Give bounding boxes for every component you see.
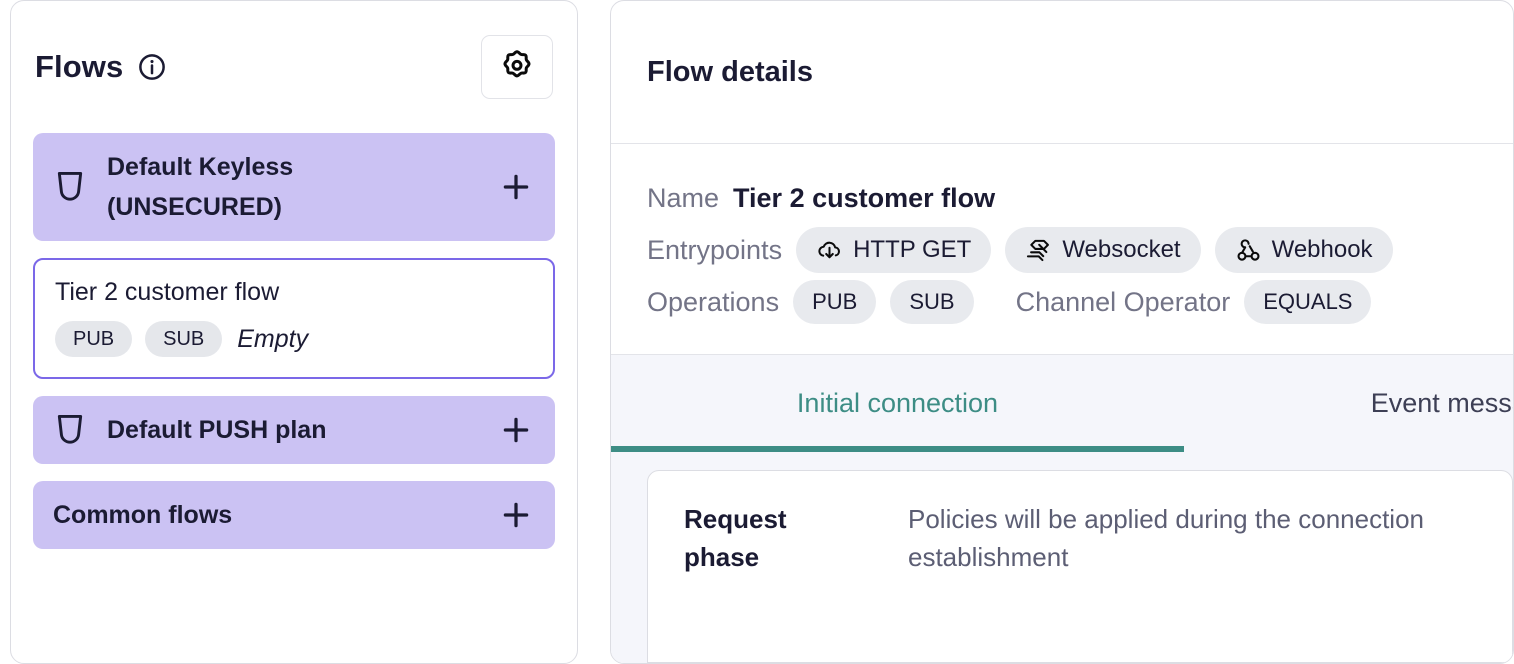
meta-row-entrypoints: Entrypoints HTTP GET <box>647 224 1513 276</box>
flow-group-common-flows[interactable]: Common flows <box>33 481 555 549</box>
channel-operator-label: Channel Operator <box>1015 286 1231 317</box>
flow-details-tabs-region: Initial connection Event messages Reques… <box>611 354 1513 663</box>
tab-initial-connection[interactable]: Initial connection <box>611 355 1184 452</box>
cloud-download-icon <box>816 237 843 264</box>
shield-icon <box>53 169 87 205</box>
flow-tag-pub: PUB <box>55 321 133 357</box>
name-label: Name <box>647 182 720 213</box>
flows-panel-header: Flows <box>33 1 555 133</box>
flows-title-group: Flows <box>35 49 167 85</box>
gear-icon <box>498 48 536 86</box>
request-phase-description: Policies will be applied during the conn… <box>908 504 1424 572</box>
flow-item-meta: PUB SUB Empty <box>55 321 533 357</box>
entrypoint-chip-http-get: HTTP GET <box>796 227 992 273</box>
flows-settings-button[interactable] <box>481 35 553 99</box>
websocket-icon <box>1025 237 1052 264</box>
page-title: Flows <box>35 49 124 84</box>
operation-chip-pub: PUB <box>793 280 877 324</box>
meta-row-operations: Operations PUB SUB Channel Operator EQUA… <box>647 276 1513 328</box>
flow-status-text: Empty <box>237 324 309 353</box>
flow-details-header: Flow details <box>611 1 1513 144</box>
flow-group-default-push-plan[interactable]: Default PUSH plan <box>33 396 555 464</box>
flow-tag-sub: SUB <box>145 321 223 357</box>
flow-group-label: Default PUSH plan <box>107 416 327 444</box>
request-phase-card: Request phase Policies will be applied d… <box>647 470 1513 663</box>
flow-details-panel: Flow details Name Tier 2 customer flow E… <box>610 0 1514 664</box>
entrypoint-chip-websocket: Websocket <box>1005 227 1201 273</box>
flow-list: Default Keyless (UNSECURED) Tier 2 custo… <box>33 133 555 549</box>
tab-event-messages[interactable]: Event messages <box>1184 355 1513 452</box>
entrypoint-label: HTTP GET <box>853 236 972 263</box>
plus-icon[interactable] <box>499 498 533 532</box>
flows-panel: Flows <box>10 0 578 664</box>
tab-label: Initial connection <box>796 388 999 418</box>
entrypoint-label: Webhook <box>1271 236 1373 263</box>
flow-group-label: Common flows <box>53 501 233 529</box>
webhook-icon <box>1235 237 1262 264</box>
channel-operator-chip: EQUALS <box>1244 280 1372 324</box>
plus-icon[interactable] <box>499 413 533 447</box>
flow-details-title: Flow details <box>647 55 813 88</box>
operation-chip-sub: SUB <box>890 280 974 324</box>
tab-label: Event messages <box>1370 388 1513 418</box>
shield-icon <box>53 412 87 448</box>
entrypoints-label: Entrypoints <box>647 234 783 265</box>
name-value: Tier 2 customer flow <box>733 182 996 213</box>
flows-configuration-screen: Flows <box>10 0 1514 664</box>
meta-row-name: Name Tier 2 customer flow <box>647 172 1513 224</box>
entrypoint-chip-webhook: Webhook <box>1214 227 1393 273</box>
flow-details-meta: Name Tier 2 customer flow Entrypoints HT… <box>611 144 1513 354</box>
entrypoint-label: Websocket <box>1062 236 1181 263</box>
request-phase-label: Request phase <box>684 504 787 572</box>
tab-bar: Initial connection Event messages <box>611 355 1513 452</box>
info-circle-icon[interactable] <box>137 52 167 82</box>
flow-item-tier-2-customer-flow[interactable]: Tier 2 customer flow PUB SUB Empty <box>33 258 555 379</box>
operations-label: Operations <box>647 286 780 317</box>
flow-group-label: Default Keyless (UNSECURED) <box>107 153 294 221</box>
flow-group-default-keyless[interactable]: Default Keyless (UNSECURED) <box>33 133 555 241</box>
tab-panel-initial-connection: Request phase Policies will be applied d… <box>611 452 1513 663</box>
flow-item-name: Tier 2 customer flow <box>55 278 280 306</box>
plus-icon[interactable] <box>499 170 533 204</box>
